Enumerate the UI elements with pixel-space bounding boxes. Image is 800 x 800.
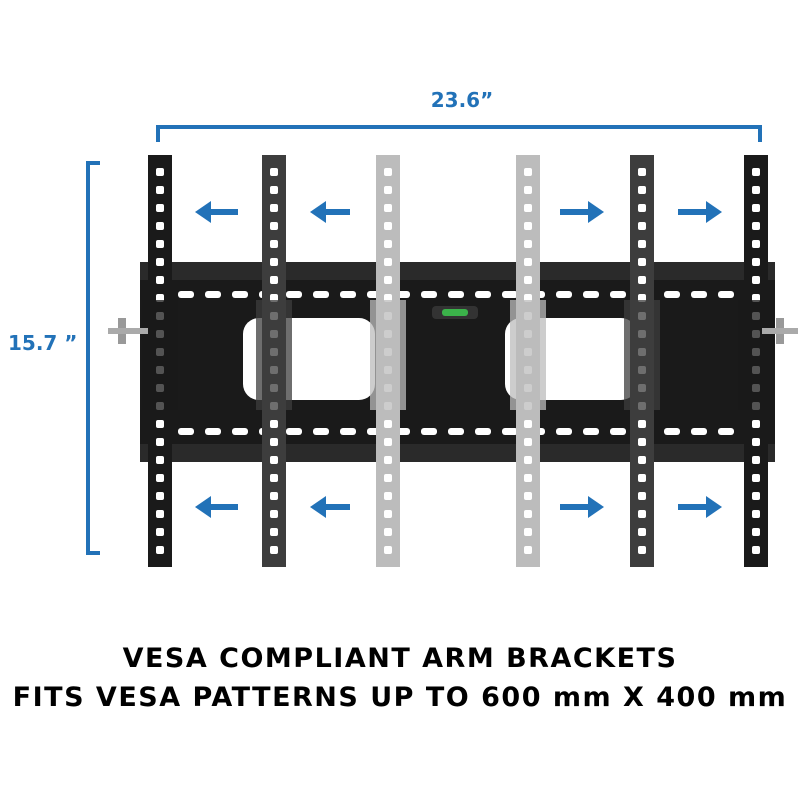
wall-plate-slot (205, 291, 221, 298)
wall-plate-slot (313, 291, 329, 298)
bubble-level-icon (432, 306, 478, 319)
arm-bracket (510, 155, 546, 567)
adjustment-knobs (108, 318, 798, 344)
wall-plate-slot (610, 291, 626, 298)
wall-plate-slot (475, 428, 491, 435)
arm-bracket (624, 155, 660, 567)
wall-plate-slot (718, 291, 734, 298)
wall-plate-slot (286, 291, 302, 298)
arrow-left-icon (310, 201, 350, 223)
wall-plate-slot (178, 428, 194, 435)
arrow-left-icon (310, 496, 350, 518)
caption-line-1: VESA COMPLIANT ARM BRACKETS (122, 643, 678, 674)
wall-plate-slot (718, 428, 734, 435)
wall-plate-slot (313, 428, 329, 435)
arrow-left-icon (195, 496, 238, 518)
wall-plate-slot (691, 428, 707, 435)
wall-plate-slot (502, 291, 518, 298)
width-dimension: 23.6” (156, 88, 762, 142)
wall-plate-slot (475, 291, 491, 298)
arm-brackets (142, 155, 774, 567)
direction-arrows (195, 201, 722, 518)
wall-plate-slot (232, 428, 248, 435)
wall-plate-body (140, 262, 775, 462)
wall-plate-slot (448, 428, 464, 435)
arrow-right-icon (678, 201, 722, 223)
wall-plate-slot (286, 428, 302, 435)
wall-plate-slot (448, 291, 464, 298)
wall-plate-slot (583, 291, 599, 298)
knob-left (108, 318, 148, 344)
height-label: 15.7 ” (8, 331, 77, 355)
wall-plate (140, 262, 775, 462)
caption-line-2: FITS VESA PATTERNS UP TO 600 mm X 400 mm (12, 682, 788, 713)
arm-bracket (370, 155, 406, 567)
wall-plate-slot (421, 428, 437, 435)
wall-plate-slot (556, 428, 572, 435)
wall-plate-slot (340, 428, 356, 435)
wall-plate-slot (583, 428, 599, 435)
width-label: 23.6” (431, 88, 494, 112)
wall-plate-slot (205, 428, 221, 435)
wall-plate-slot (610, 428, 626, 435)
width-dimension-line (156, 125, 762, 142)
wall-plate-bottom-rail (140, 444, 775, 462)
height-dimension-line (86, 161, 100, 555)
arm-bracket (256, 155, 292, 567)
arrow-right-icon (678, 496, 722, 518)
wall-plate-slot (502, 428, 518, 435)
wall-plate-top-rail (140, 262, 775, 280)
wall-plate-slot (691, 291, 707, 298)
wall-plate-slot (556, 291, 572, 298)
arrow-right-icon (560, 496, 604, 518)
wall-plate-slot (421, 291, 437, 298)
height-dimension: 15.7 ” (8, 161, 100, 555)
arrow-left-icon (195, 201, 238, 223)
wall-plate-slot (178, 291, 194, 298)
knob-right (762, 318, 798, 344)
arm-bracket (738, 155, 774, 567)
arrow-right-icon (560, 201, 604, 223)
wall-plate-slot (664, 291, 680, 298)
wall-plate-slot (232, 291, 248, 298)
arm-bracket (142, 155, 178, 567)
wall-plate-slot (664, 428, 680, 435)
wall-plate-slot (340, 291, 356, 298)
